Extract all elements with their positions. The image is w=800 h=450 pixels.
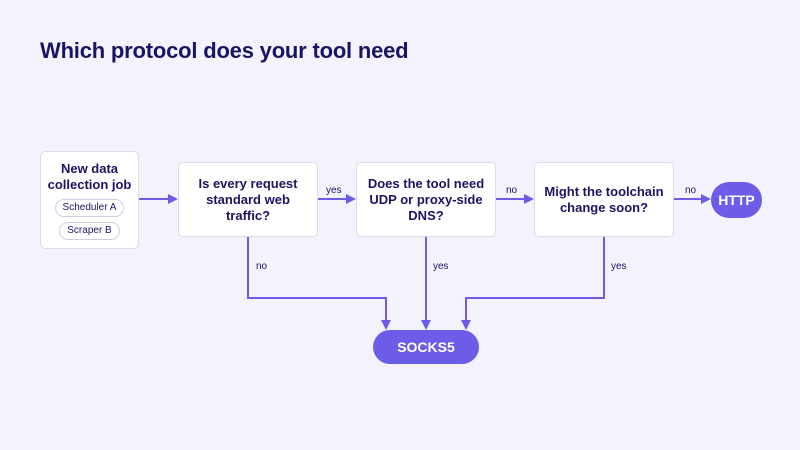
decision-standard-web-traffic: Is every request standard web traffic? (178, 162, 318, 237)
decision-1-label: Is every request standard web traffic? (198, 175, 298, 223)
page-title: Which protocol does your tool need (40, 38, 409, 63)
decision-toolchain-change: Might the toolchain change soon? (534, 162, 674, 237)
edge-label-d2-to-socks5: yes (433, 261, 449, 272)
edge-label-d1-to-socks5: no (256, 261, 268, 272)
arrow-d3-to-socks5 (461, 237, 605, 330)
outcome-http: HTTP (711, 182, 762, 218)
decision-3-label: Might the toolchain change soon? (544, 183, 664, 215)
edge-label-d1-to-d2: yes (326, 185, 342, 196)
edge-label-d2-to-d3: no (506, 185, 518, 196)
start-node-label: New data collection job (47, 160, 132, 192)
edge-label-d3-to-http: no (685, 185, 697, 196)
decision-udp-or-dns: Does the tool need UDP or proxy-side DNS… (356, 162, 496, 237)
arrow-d1-to-socks5 (247, 237, 391, 330)
edge-label-d3-to-socks5: yes (611, 261, 627, 272)
tag-scraper-b: Scraper B (59, 221, 120, 240)
start-node: New data collection job Scheduler A Scra… (40, 151, 139, 249)
tag-scheduler-a: Scheduler A (54, 198, 125, 217)
decision-2-label: Does the tool need UDP or proxy-side DNS… (367, 175, 485, 223)
outcome-socks5: SOCKS5 (373, 330, 479, 364)
